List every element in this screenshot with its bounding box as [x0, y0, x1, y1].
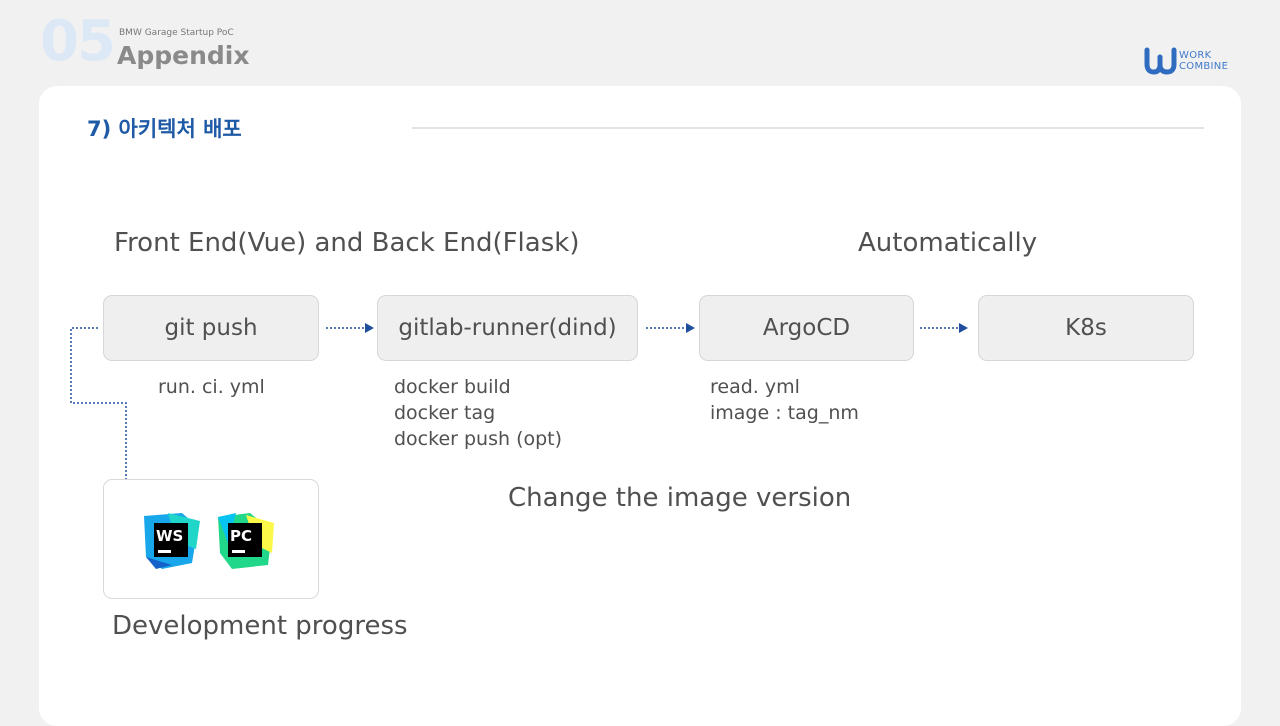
arrowhead-icon: [959, 323, 968, 333]
caption-development-progress: Development progress: [112, 611, 408, 641]
note-line: docker push (opt): [394, 428, 563, 450]
node-git-push: git push: [103, 295, 319, 361]
arrowhead-icon: [365, 323, 374, 333]
page-title: Appendix: [117, 41, 250, 70]
webstorm-icon: WS: [144, 513, 200, 569]
notes-gitlab-runner: docker build docker tag docker push (opt…: [394, 374, 562, 452]
node-argocd-label: ArgoCD: [762, 315, 851, 341]
node-git-push-label: git push: [164, 315, 258, 341]
caption-automatically: Automatically: [858, 228, 1038, 258]
notes-git-push: run. ci. yml: [158, 374, 265, 400]
work-combine-logo-icon: [1144, 47, 1177, 75]
node-k8s-label: K8s: [1065, 315, 1107, 341]
node-gitlab-runner: gitlab-runner(dind): [377, 295, 638, 361]
note-line: docker tag: [394, 402, 496, 424]
caption-frontend-backend: Front End(Vue) and Back End(Flask): [114, 228, 580, 258]
section-heading: 7) 아키텍처 배포: [87, 117, 242, 141]
pycharm-icon: PC: [218, 513, 274, 569]
node-gitlab-runner-label: gitlab-runner(dind): [398, 315, 617, 341]
content-card: [39, 86, 1241, 726]
deck-subtitle: BMW Garage Startup PoC: [119, 28, 234, 38]
webstorm-letters: WS: [156, 527, 183, 545]
arrowhead-icon: [686, 323, 695, 333]
brand-logo: WORK COMBINE: [1144, 47, 1240, 75]
node-k8s: K8s: [978, 295, 1194, 361]
notes-argocd: read. yml image : tag_nm: [710, 374, 859, 426]
ide-tools-box: WS PC: [103, 479, 319, 599]
note-line: image : tag_nm: [710, 402, 859, 424]
node-argocd: ArgoCD: [699, 295, 914, 361]
heading-divider: [412, 127, 1204, 129]
brand-line2: COMBINE: [1179, 61, 1229, 72]
note-line: read. yml: [710, 376, 800, 398]
connector-ide-to-git: [70, 327, 127, 479]
note-line: run. ci. yml: [158, 376, 265, 398]
brand-line1: WORK: [1179, 50, 1212, 61]
note-line: docker build: [394, 376, 511, 398]
section-number: 05: [40, 9, 116, 74]
caption-change-image-version: Change the image version: [508, 483, 852, 513]
pycharm-letters: PC: [230, 527, 252, 545]
